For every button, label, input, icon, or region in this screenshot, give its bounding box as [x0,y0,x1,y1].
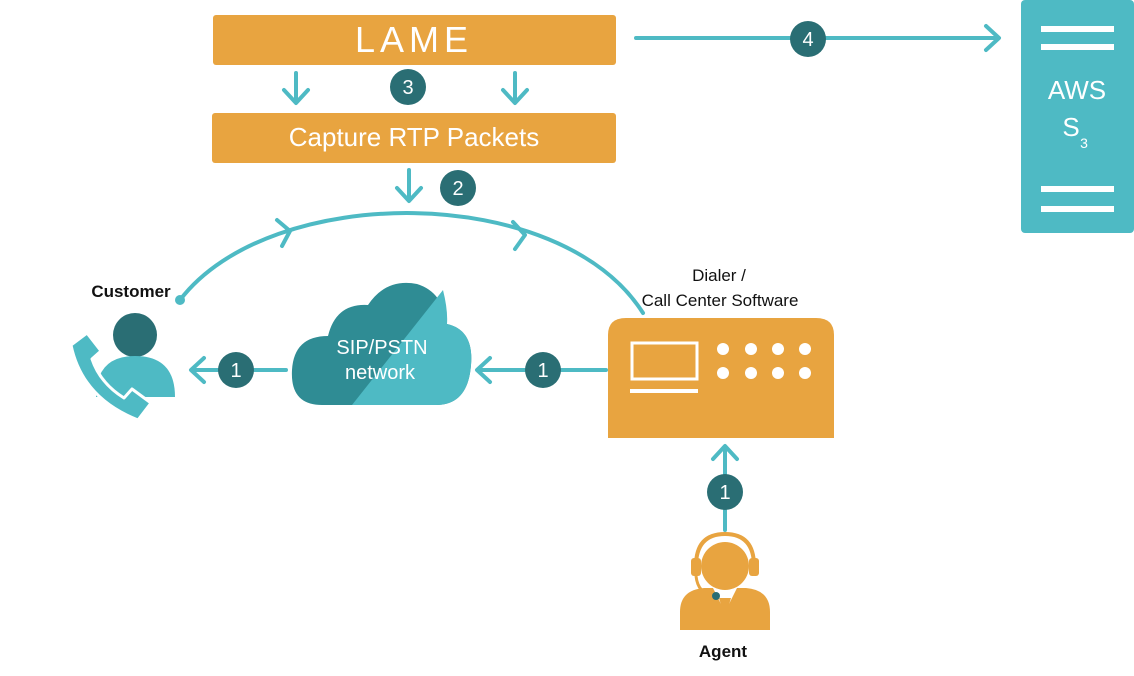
arc-chevrons [275,218,527,251]
rtp-arc [175,211,645,315]
server-slot-line [1041,44,1114,50]
server-slot-line [1041,186,1114,192]
step-badge-1-agent: 1 [707,474,743,510]
server-icon [1021,0,1134,233]
dialer-device-icon [608,318,834,438]
step-badge-1-label: 1 [719,482,730,504]
lame-label: LAME [355,19,473,60]
dialer-screen-base [630,389,698,393]
step-badge-1-cloud: 1 [525,352,561,388]
capture-box: Capture RTP Packets [212,113,616,163]
phone-user-icon [69,313,175,422]
dialer-label-line2: Call Center Software [642,291,799,310]
lame-box-bg [213,15,616,65]
capture-down-arrow [395,168,423,203]
down-arrow-right [501,71,529,105]
arc-endpoint-dot [175,295,185,305]
cloud-icon: SIP/PSTN network [291,282,472,405]
step-badge-2: 2 [440,170,476,206]
server-slot-line [1041,26,1114,32]
customer-label: Customer [91,282,171,301]
headset-agent-icon [680,531,770,630]
capture-label: Capture RTP Packets [289,122,540,152]
aws-s3-server: AWS S 3 [1021,0,1134,233]
lame-box: LAME [213,15,616,65]
dialer-screen [630,341,699,381]
server-slot-line [1041,206,1114,212]
step-badge-4-label: 4 [802,29,813,51]
step-badge-3-label: 3 [402,77,413,99]
s3-subscript: 3 [1080,135,1088,151]
dialer-keypad [717,343,811,379]
down-arrow-left [282,71,310,105]
lame-to-capture-arrows: 3 [282,69,529,105]
step-badge-3: 3 [390,69,426,105]
step-badge-2-label: 2 [452,178,463,200]
step-badge-1-label: 1 [230,360,241,382]
agent-label: Agent [699,642,748,661]
s3-label: S [1062,112,1079,142]
capture-box-bg [212,113,616,163]
dialer-label-line1: Dialer / [692,266,746,285]
cloud-label-line1: SIP/PSTN [336,337,427,359]
step-badge-1-customer: 1 [218,352,254,388]
step-badge-1-label: 1 [537,360,548,382]
cloud-label-line2: network [345,362,416,384]
step-badge-4: 4 [790,21,826,57]
aws-label: AWS [1048,75,1106,105]
